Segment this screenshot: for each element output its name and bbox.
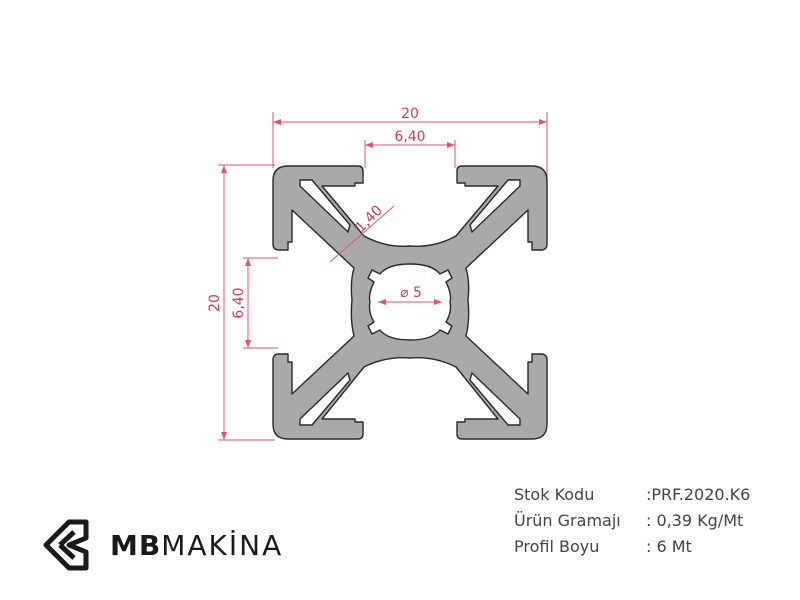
spec-value: :PRF.2020.K6: [646, 485, 751, 504]
spec-label: Ürün Gramajı: [514, 511, 621, 530]
dim-center-bore-label: ⌀ 5: [400, 285, 422, 301]
dim-slot-top-label: 6,40: [394, 129, 425, 145]
pocket-top-left: [299, 179, 351, 234]
spec-row-weight: Ürün Gramajı : 0,39 Kg/Mt: [514, 508, 750, 534]
dim-wall-thickness-label: 1,40: [352, 202, 385, 235]
dim-center-bore: ⌀ 5: [378, 285, 442, 305]
dim-slot-left-label: 6,40: [231, 287, 247, 318]
dim-overall-height: 20: [207, 164, 275, 441]
dim-overall-width-label: 20: [401, 106, 419, 122]
spec-row-stock-code: Stok Kodu :PRF.2020.K6: [514, 482, 750, 508]
spec-table: Stok Kodu :PRF.2020.K6 Ürün Gramajı : 0,…: [514, 482, 750, 560]
dim-overall-width: 20: [272, 106, 548, 178]
spec-value: : 0,39 Kg/Mt: [646, 511, 744, 530]
brand-logo: MBMAKİNA: [42, 518, 283, 572]
dim-overall-height-label: 20: [207, 294, 223, 312]
mb-logo-icon: [43, 519, 89, 571]
spec-value: : 6 Mt: [646, 537, 692, 556]
pocket-top-right: [469, 179, 521, 234]
pocket-bottom-right: [469, 371, 521, 426]
brand-mb: MB: [110, 528, 162, 562]
pocket-bottom-left: [299, 371, 351, 426]
spec-label: Profil Boyu: [514, 537, 600, 556]
spec-row-length: Profil Boyu : 6 Mt: [514, 534, 750, 560]
brand-wordmark: MBMAKİNA: [110, 529, 283, 562]
spec-label: Stok Kodu: [514, 485, 595, 504]
brand-makina: MAKİNA: [161, 528, 284, 562]
dim-slot-top: 6,40: [364, 129, 456, 168]
dim-slot-left: 6,40: [231, 257, 278, 349]
